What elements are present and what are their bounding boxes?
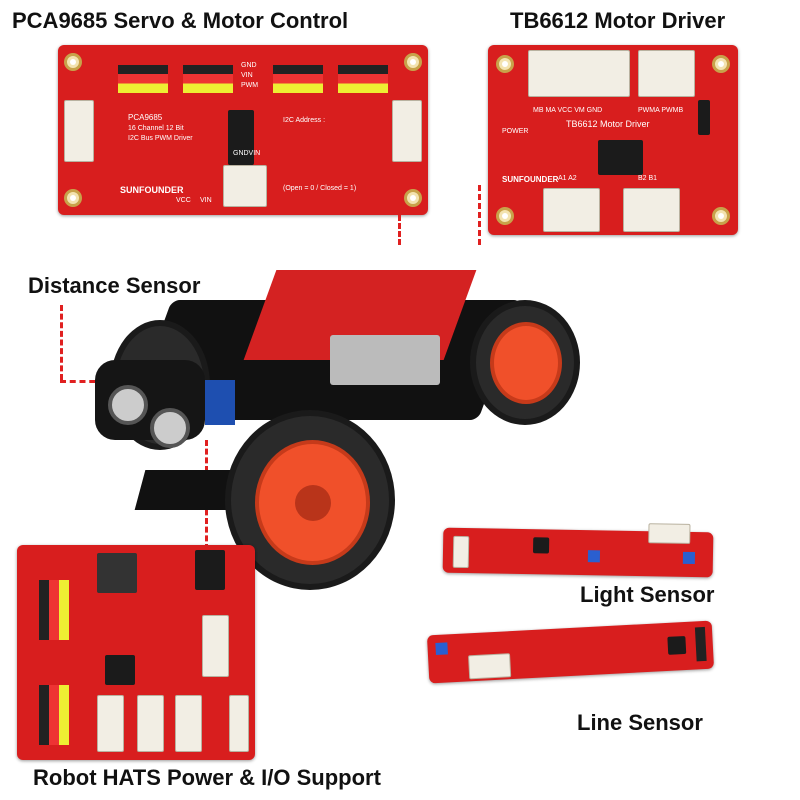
pca-vin: VIN: [241, 72, 253, 79]
leader-distance: [60, 305, 63, 380]
leader-pca: [398, 215, 401, 245]
label-line: Line Sensor: [577, 710, 703, 735]
tb-pwm: PWMA PWMB: [638, 107, 684, 114]
pca-brand: SUNFOUNDER: [120, 185, 184, 195]
pca-line2: I2C Bus PWM Driver: [128, 135, 193, 142]
label-hats: Robot HATS Power & I/O Support: [33, 765, 381, 790]
robot-hats-board: [17, 545, 255, 760]
pca-vcc: VCC: [176, 197, 191, 204]
label-pca9685: PCA9685 Servo & Motor Control: [12, 8, 349, 33]
tb-a-pins: A1 A2: [558, 175, 577, 182]
pca-gndvin: GNDVIN: [233, 150, 261, 157]
pca-pwm: PWM: [241, 82, 259, 89]
tb-power: POWER: [502, 128, 529, 135]
pca-open-closed: (Open = 0 / Closed = 1): [283, 185, 357, 192]
tb-pins-top: MB MA VCC VM GND: [533, 107, 603, 114]
tb6612-board: MB MA VCC VM GND PWMA PWMB TB6612 Motor …: [488, 45, 738, 235]
pca-vin-label: VIN: [200, 197, 212, 204]
pca9685-board: GND VIN PWM PCA9685 16 Channel 12 Bit I2…: [58, 45, 428, 215]
pca-gnd: GND: [241, 62, 257, 69]
line-sensor-board: [426, 620, 715, 684]
leader-distance-h: [60, 380, 105, 383]
light-sensor-board: [442, 523, 714, 578]
pca-line1: 16 Channel 12 Bit: [128, 125, 184, 132]
label-light: Light Sensor: [580, 582, 715, 607]
pca-chip-label: PCA9685: [128, 113, 163, 122]
leader-tb: [478, 185, 481, 245]
pca-i2c: I2C Address :: [283, 117, 326, 124]
label-tb6612: TB6612 Motor Driver: [510, 8, 726, 33]
label-distance: Distance Sensor: [28, 273, 201, 298]
tb-brand: SUNFOUNDER: [502, 175, 559, 184]
tb-b-pins: B2 B1: [638, 175, 658, 182]
tb-title: TB6612 Motor Driver: [566, 119, 650, 129]
